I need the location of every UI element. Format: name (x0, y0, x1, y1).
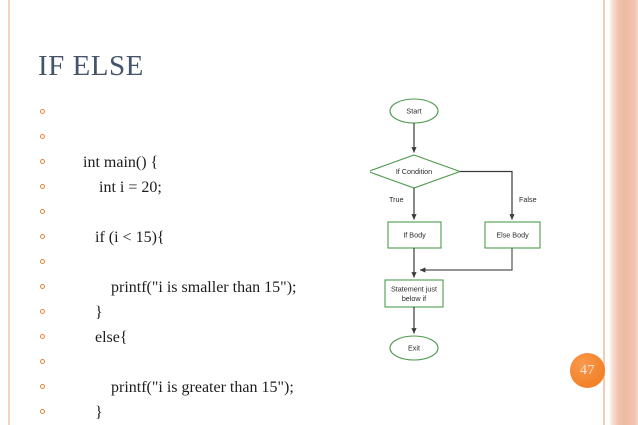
connector-else-body-to-merge (419, 248, 513, 273)
flow-node-if-body-label: If Body (403, 231, 426, 240)
bullet-icon (40, 409, 45, 414)
code-line-text: int main() { (83, 154, 159, 171)
code-line-text: } (83, 404, 103, 421)
edge-label-true: True (389, 195, 404, 204)
flow-node-start-label: Start (406, 106, 421, 115)
right-decorative-band (610, 0, 638, 425)
page-title: IF ELSE (38, 50, 144, 82)
code-line-text: printf("i is greater than 15"); (83, 379, 294, 396)
flow-node-exit-label: Exit (408, 343, 420, 352)
edge-label-false: False (519, 195, 537, 204)
code-line-text: } (83, 304, 103, 321)
flow-node-exit (389, 335, 439, 361)
bullet-icon (40, 334, 45, 339)
bullet-icon (40, 359, 45, 364)
code-bullet-list: int main() { int i = 20; if (i < 15){ pr… (38, 100, 358, 425)
bullet-icon (40, 184, 45, 189)
flowchart: Start If Condition True False If Body El… (370, 90, 560, 370)
flow-node-statement-label-line2: below if (402, 294, 426, 303)
connector-false-branch (460, 170, 515, 220)
bullet-icon (40, 259, 45, 264)
list-item: printf("i is smaller than 15"); (38, 225, 358, 296)
bullet-icon (40, 284, 45, 289)
code-line-text: else{ (83, 329, 128, 346)
list-item (38, 150, 358, 175)
bullet-icon (40, 309, 45, 314)
bullet-icon (40, 109, 45, 114)
list-item (38, 300, 358, 325)
page-number-badge: 47 (570, 353, 605, 388)
bullet-icon (40, 134, 45, 139)
list-item: } (38, 350, 358, 421)
list-item: int main() { (38, 100, 358, 171)
flow-node-statement-label-line1: Statement just (391, 285, 437, 294)
right-decorative-thin-line (603, 0, 605, 425)
list-item: int i = 20; (38, 125, 358, 196)
flow-node-statement (384, 279, 444, 308)
list-item: if (i < 15){ (38, 175, 358, 246)
bullet-icon (40, 209, 45, 214)
list-item (38, 200, 358, 225)
code-line-text: printf("i is smaller than 15"); (83, 279, 297, 296)
bullet-icon (40, 159, 45, 164)
code-line-text: int i = 20; (83, 179, 162, 196)
bullet-icon (40, 384, 45, 389)
flow-node-else-body-label: Else Body (496, 231, 529, 240)
code-line-text: if (i < 15){ (83, 229, 165, 246)
list-item: } (38, 250, 358, 321)
list-item: printf("i is greater than 15"); (38, 325, 358, 396)
bullet-icon (40, 234, 45, 239)
list-item: } (38, 400, 358, 425)
flow-node-else-body (484, 221, 541, 249)
flow-node-condition-label: If Condition (396, 167, 432, 176)
left-decorative-line (8, 0, 10, 425)
list-item: else{ (38, 275, 358, 346)
list-item: return 0; (38, 375, 358, 400)
